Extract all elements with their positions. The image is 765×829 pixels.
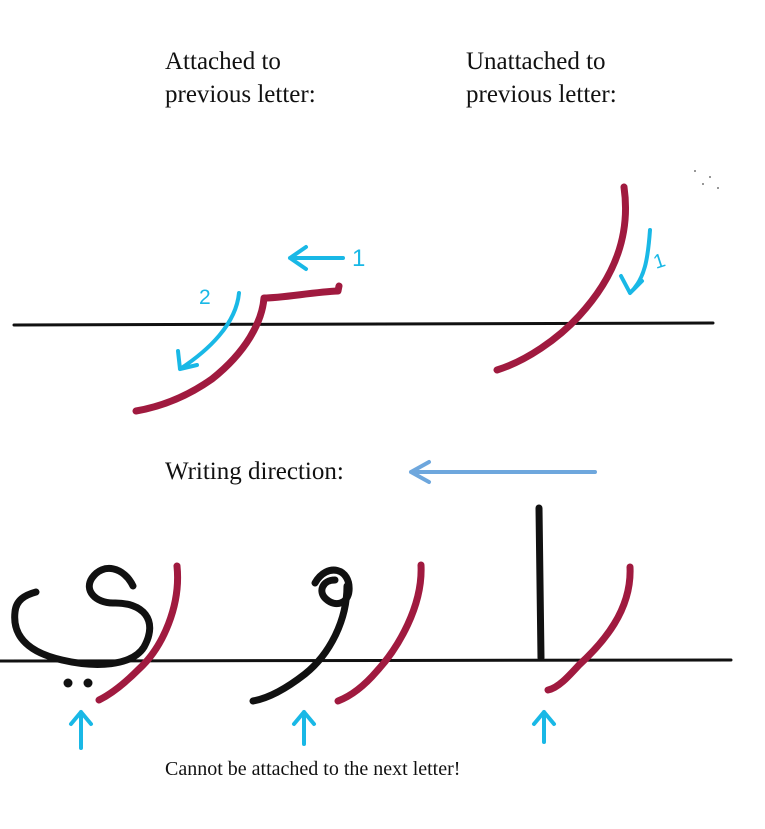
- unattached-heading: Unattached to previous letter:: [466, 48, 617, 108]
- paper-speckle: [709, 176, 711, 178]
- example-ra-after-waw: [334, 561, 425, 705]
- waw-ra-pointer-arrow: [292, 710, 316, 746]
- ya-letter: [11, 564, 154, 668]
- alif-ra-pointer-arrow: [532, 710, 556, 744]
- attached-arrow-2: [176, 291, 241, 371]
- example-ra-after-alif: [544, 563, 634, 694]
- stroke-number-1-attached: 1: [352, 245, 365, 272]
- paper-speckle: [694, 170, 696, 172]
- unattached-ra-stroke: [493, 183, 630, 374]
- attached-heading: Attached to previous letter:: [165, 48, 316, 108]
- waw-letter: [249, 566, 353, 705]
- ya-ra-pointer-arrow: [69, 710, 93, 750]
- stroke-number-1-unattached: 1: [651, 249, 668, 273]
- alif-letter: [535, 504, 545, 662]
- writing-direction-arrow: [409, 460, 597, 484]
- footer-note: Cannot be attached to the next letter!: [165, 758, 461, 780]
- unattached-arrow-1: [619, 228, 652, 295]
- attached-ra-stroke: [132, 282, 343, 415]
- example-ra-after-ya: [95, 562, 182, 704]
- writing-direction-label: Writing direction:: [165, 458, 344, 485]
- ya-dot-right: [83, 678, 93, 688]
- upper-baseline: [12, 321, 715, 327]
- ya-dot-left: [63, 678, 73, 688]
- paper-speckle: [702, 183, 704, 185]
- paper-speckle: [717, 187, 719, 189]
- stroke-number-2-attached: 2: [199, 286, 211, 309]
- attached-arrow-1: [288, 245, 345, 271]
